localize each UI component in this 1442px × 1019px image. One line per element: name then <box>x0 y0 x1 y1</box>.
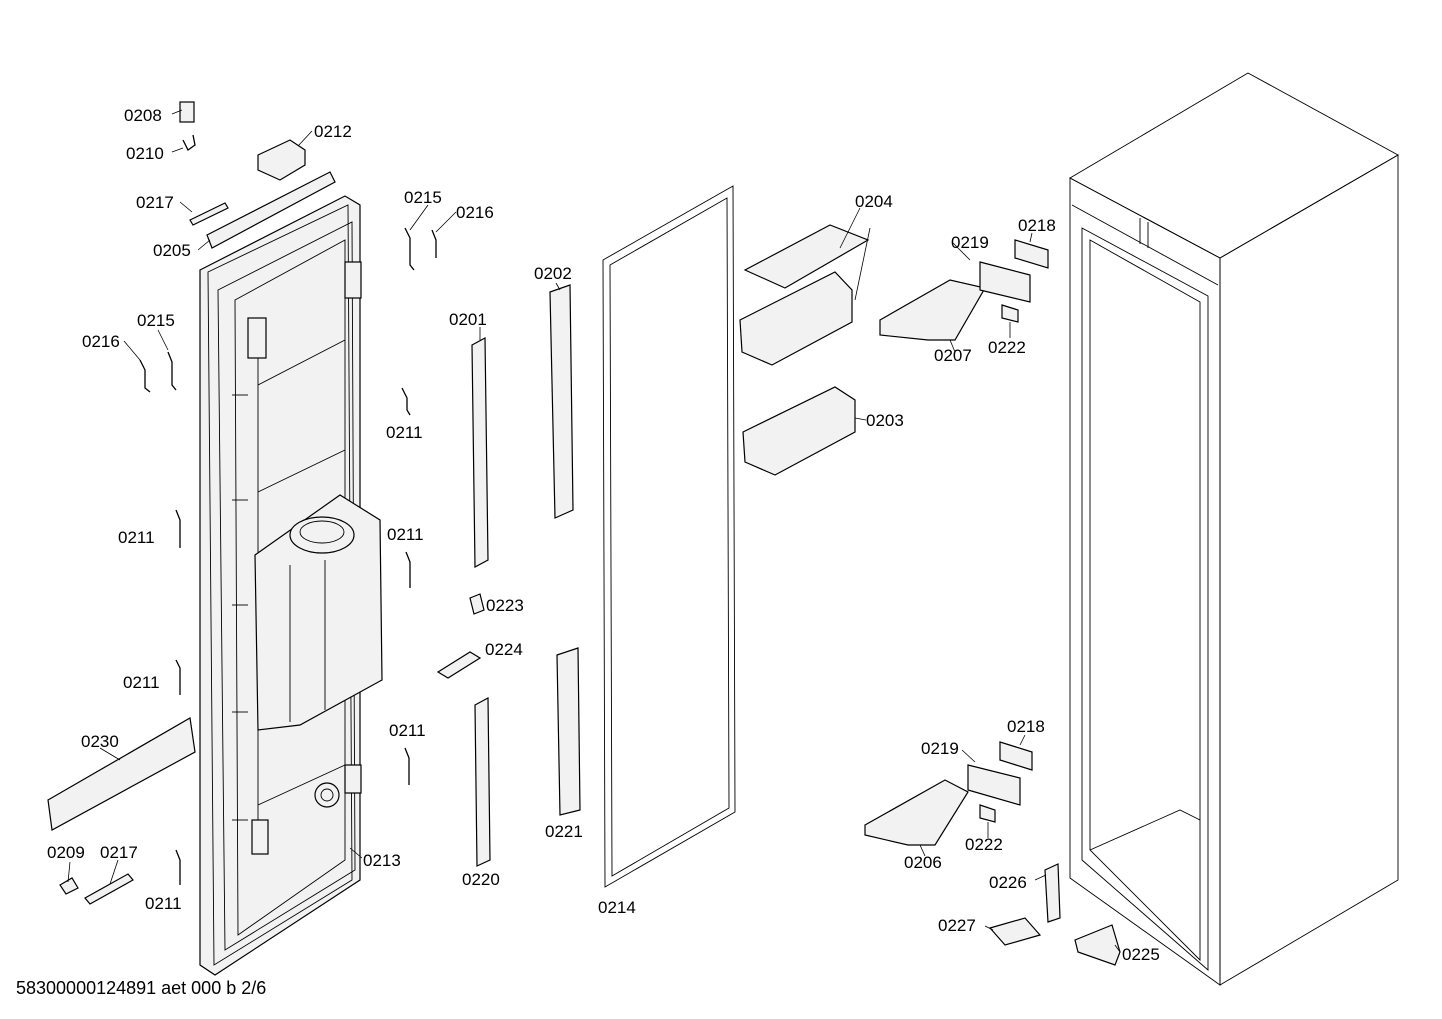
leader-lines <box>67 109 1121 953</box>
label-0221: 0221 <box>545 822 583 841</box>
refrigerator-cabinet <box>1069 72 1399 986</box>
label-0212: 0212 <box>314 122 352 141</box>
door-panel <box>199 195 383 976</box>
label-0216: 0216 <box>82 332 120 351</box>
label-0202: 0202 <box>534 264 572 283</box>
label-0218: 0218 <box>1018 216 1056 235</box>
label-0223: 0223 <box>486 596 524 615</box>
label-0215: 0215 <box>404 188 442 207</box>
label-0218: 0218 <box>1007 717 1045 736</box>
door-hinge-brackets <box>139 227 437 885</box>
hinge-assemblies <box>864 239 1121 966</box>
label-0219: 0219 <box>921 739 959 758</box>
label-0207: 0207 <box>934 346 972 365</box>
label-0208: 0208 <box>124 106 162 125</box>
label-0211: 0211 <box>118 528 155 547</box>
label-0211: 0211 <box>389 721 426 740</box>
label-0205: 0205 <box>153 241 191 260</box>
label-0226: 0226 <box>989 873 1027 892</box>
label-0217: 0217 <box>136 193 174 212</box>
label-0213: 0213 <box>363 851 401 870</box>
label-0225: 0225 <box>1122 945 1160 964</box>
document-id-footer: 58300000124891 aet 000 b 2/6 <box>16 978 267 998</box>
label-0230: 0230 <box>81 732 119 751</box>
label-0211: 0211 <box>145 894 182 913</box>
label-0216: 0216 <box>456 203 494 222</box>
label-0210: 0210 <box>126 144 164 163</box>
label-0214: 0214 <box>598 898 636 917</box>
door-gasket <box>602 185 736 888</box>
label-0201: 0201 <box>449 310 487 329</box>
label-0219: 0219 <box>951 233 989 252</box>
label-0220: 0220 <box>462 870 500 889</box>
label-0211: 0211 <box>386 423 423 442</box>
label-0224: 0224 <box>485 640 523 659</box>
label-0206: 0206 <box>904 853 942 872</box>
door-shelves <box>739 224 870 476</box>
label-0215: 0215 <box>137 311 175 330</box>
label-0203: 0203 <box>866 411 904 430</box>
door-trim-strips <box>436 284 581 867</box>
part-number-labels: 0208 0210 0212 0217 0205 0215 0216 0215 … <box>47 106 1160 964</box>
label-0217: 0217 <box>100 843 138 862</box>
label-0222: 0222 <box>988 338 1026 357</box>
label-0211: 0211 <box>387 525 424 544</box>
top-bracket-parts <box>47 101 336 905</box>
label-0222: 0222 <box>965 835 1003 854</box>
label-0211: 0211 <box>123 673 160 692</box>
label-0209: 0209 <box>47 843 85 862</box>
label-0227: 0227 <box>938 916 976 935</box>
label-0204: 0204 <box>855 192 893 211</box>
